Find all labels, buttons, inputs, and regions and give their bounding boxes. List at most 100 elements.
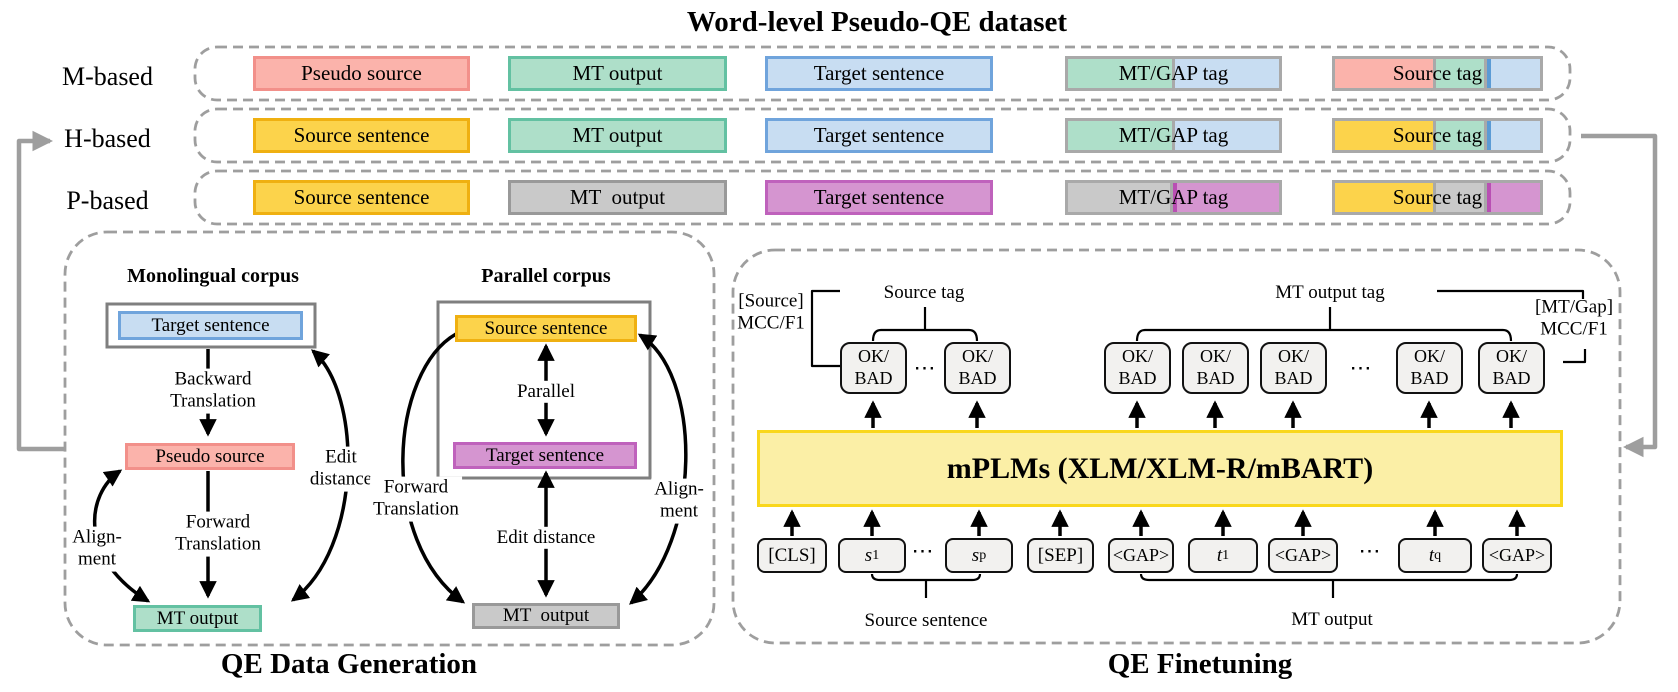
token-ellipsis: ⋯ <box>1358 538 1382 563</box>
source-metric-label: [Source] MCC/F1 <box>737 290 805 334</box>
parallel-label: Parallel <box>513 380 579 404</box>
source-tag-segment-2 <box>1435 121 1485 150</box>
token-gap-2: <GAP> <box>1268 538 1338 573</box>
token-sep: [SEP] <box>1027 538 1094 573</box>
source-tag-segment-3 <box>1487 59 1540 88</box>
qe-data-generation-caption: QE Data Generation <box>220 648 478 680</box>
source-tag-segment-1 <box>1335 59 1433 88</box>
connector-rows-to-finetuning-arrow <box>1581 133 1658 458</box>
row-label-m-based: M-based <box>62 62 153 91</box>
m-pseudo-source-box: Pseudo source <box>253 56 470 91</box>
source-metric-bracket <box>810 289 840 368</box>
row-label-p-based: P-based <box>66 186 149 215</box>
p-target-sentence-box: Target sentence <box>765 180 993 215</box>
source-tag-brace <box>871 328 979 342</box>
source-tag-segment-1 <box>1335 121 1433 150</box>
mt-metric-bracket-top <box>1437 289 1585 299</box>
mtgap-gap-segment <box>1175 59 1279 88</box>
token-sp-base: s <box>971 544 980 566</box>
mtgap-tag-label: MT/GAP tag <box>1118 61 1229 85</box>
qe-finetuning-caption: QE Finetuning <box>1107 648 1293 680</box>
edit-distance-label-mono: Edit distance <box>306 446 376 492</box>
mono-mt-output-box: MT output <box>133 605 262 632</box>
mtgap-mt-segment <box>1068 183 1170 212</box>
source-tag-label: Source tag <box>1392 185 1483 209</box>
parallel-corpus-header: Parallel corpus <box>481 265 611 288</box>
mt-output-brace <box>1139 573 1519 582</box>
parallel-source-sentence-box: Source sentence <box>455 315 637 342</box>
source-tag-label: Source tag <box>1392 123 1483 147</box>
mplm-model-box: mPLMs (XLM/XLM-R/mBART) <box>757 430 1563 507</box>
m-mt-output-box: MT output <box>508 56 727 91</box>
token-gap-3: <GAP> <box>1482 538 1552 573</box>
source-tag-group-label: Source tag <box>880 281 968 305</box>
h-mtgap-tag-box: MT/GAP tag <box>1065 118 1282 153</box>
okbad-box: OK/ BAD <box>1182 342 1249 394</box>
mtgap-gap-segment <box>1173 183 1279 212</box>
row-label-h-based: H-based <box>64 124 151 153</box>
p-source-sentence-box: Source sentence <box>253 180 470 215</box>
okbad-box: OK/ BAD <box>1478 342 1545 394</box>
mt-output-group-label: MT output <box>1291 608 1373 630</box>
h-target-sentence-box: Target sentence <box>765 118 993 153</box>
mt-metric-bracket-bottom <box>1563 349 1587 364</box>
mtgap-tag-label: MT/GAP tag <box>1118 185 1229 209</box>
okbad-box: OK/ BAD <box>840 342 907 394</box>
token-tq-base: t <box>1428 544 1435 566</box>
p-source-tag-box: Source tag <box>1332 180 1543 215</box>
okbad-box: OK/ BAD <box>1104 342 1171 394</box>
token-s1-base: s <box>864 544 873 566</box>
p-mtgap-tag-box: MT/GAP tag <box>1065 180 1282 215</box>
forward-translation-label-mono: Forward Translation <box>172 511 264 557</box>
p-mt-output-box: MT output <box>508 180 727 215</box>
token-ellipsis: ⋯ <box>911 538 935 563</box>
token-gap-1: <GAP> <box>1108 538 1174 573</box>
source-tag-segment-3 <box>1487 183 1540 212</box>
row-border-h-based <box>193 107 1572 164</box>
token-t1-base: t <box>1216 544 1223 566</box>
parallel-target-sentence-box: Target sentence <box>453 442 637 469</box>
token-cls: [CLS] <box>757 538 827 573</box>
mt-metric-label: [MT/Gap] MCC/F1 <box>1534 296 1614 340</box>
row-border-p-based <box>193 169 1572 226</box>
panel-border-qe-finetuning <box>731 248 1622 645</box>
m-mtgap-tag-box: MT/GAP tag <box>1065 56 1282 91</box>
mt-output-tag-group-label: MT output tag <box>1272 281 1388 305</box>
mtgap-gap-segment <box>1175 121 1279 150</box>
m-source-tag-box: Source tag <box>1332 56 1543 91</box>
okbad-box: OK/ BAD <box>944 342 1011 394</box>
forward-translation-label-parallel: Forward Translation <box>370 476 462 522</box>
figure-title: Word-level Pseudo-QE dataset <box>686 6 1068 38</box>
source-sentence-group-label: Source sentence <box>864 609 988 631</box>
mono-pseudo-source-box: Pseudo source <box>125 443 295 470</box>
source-tag-segment-2 <box>1435 59 1485 88</box>
alignment-curve-parallel <box>629 333 688 605</box>
mtgap-mt-segment <box>1068 59 1172 88</box>
alignment-label-parallel: Align- ment <box>651 478 707 524</box>
source-tag-segment-2 <box>1435 183 1485 212</box>
okbad-box: OK/ BAD <box>1396 342 1463 394</box>
backward-translation-label: Backward Translation <box>167 368 259 414</box>
source-tag-segment-3 <box>1487 121 1540 150</box>
alignment-label-mono: Align- ment <box>69 526 125 572</box>
h-mt-output-box: MT output <box>508 118 727 153</box>
source-sentence-brace <box>870 573 982 582</box>
h-source-sentence-box: Source sentence <box>253 118 470 153</box>
mtgap-mt-segment <box>1068 121 1172 150</box>
edit-distance-label-parallel: Edit distance <box>493 526 599 550</box>
source-tag-label: Source tag <box>1392 61 1483 85</box>
monolingual-corpus-header: Monolingual corpus <box>127 265 299 288</box>
okbad-ellipsis: ⋯ <box>1349 355 1373 380</box>
mtgap-tag-label: MT/GAP tag <box>1118 123 1229 147</box>
okbad-ellipsis: ⋯ <box>913 355 937 380</box>
source-tag-segment-1 <box>1335 183 1433 212</box>
row-border-m-based <box>193 45 1572 102</box>
forward-translation-curve-parallel <box>401 332 466 604</box>
connector-generation-to-rows-arrow <box>16 130 65 452</box>
m-target-sentence-box: Target sentence <box>765 56 993 91</box>
mono-target-sentence-box: Target sentence <box>118 311 303 340</box>
